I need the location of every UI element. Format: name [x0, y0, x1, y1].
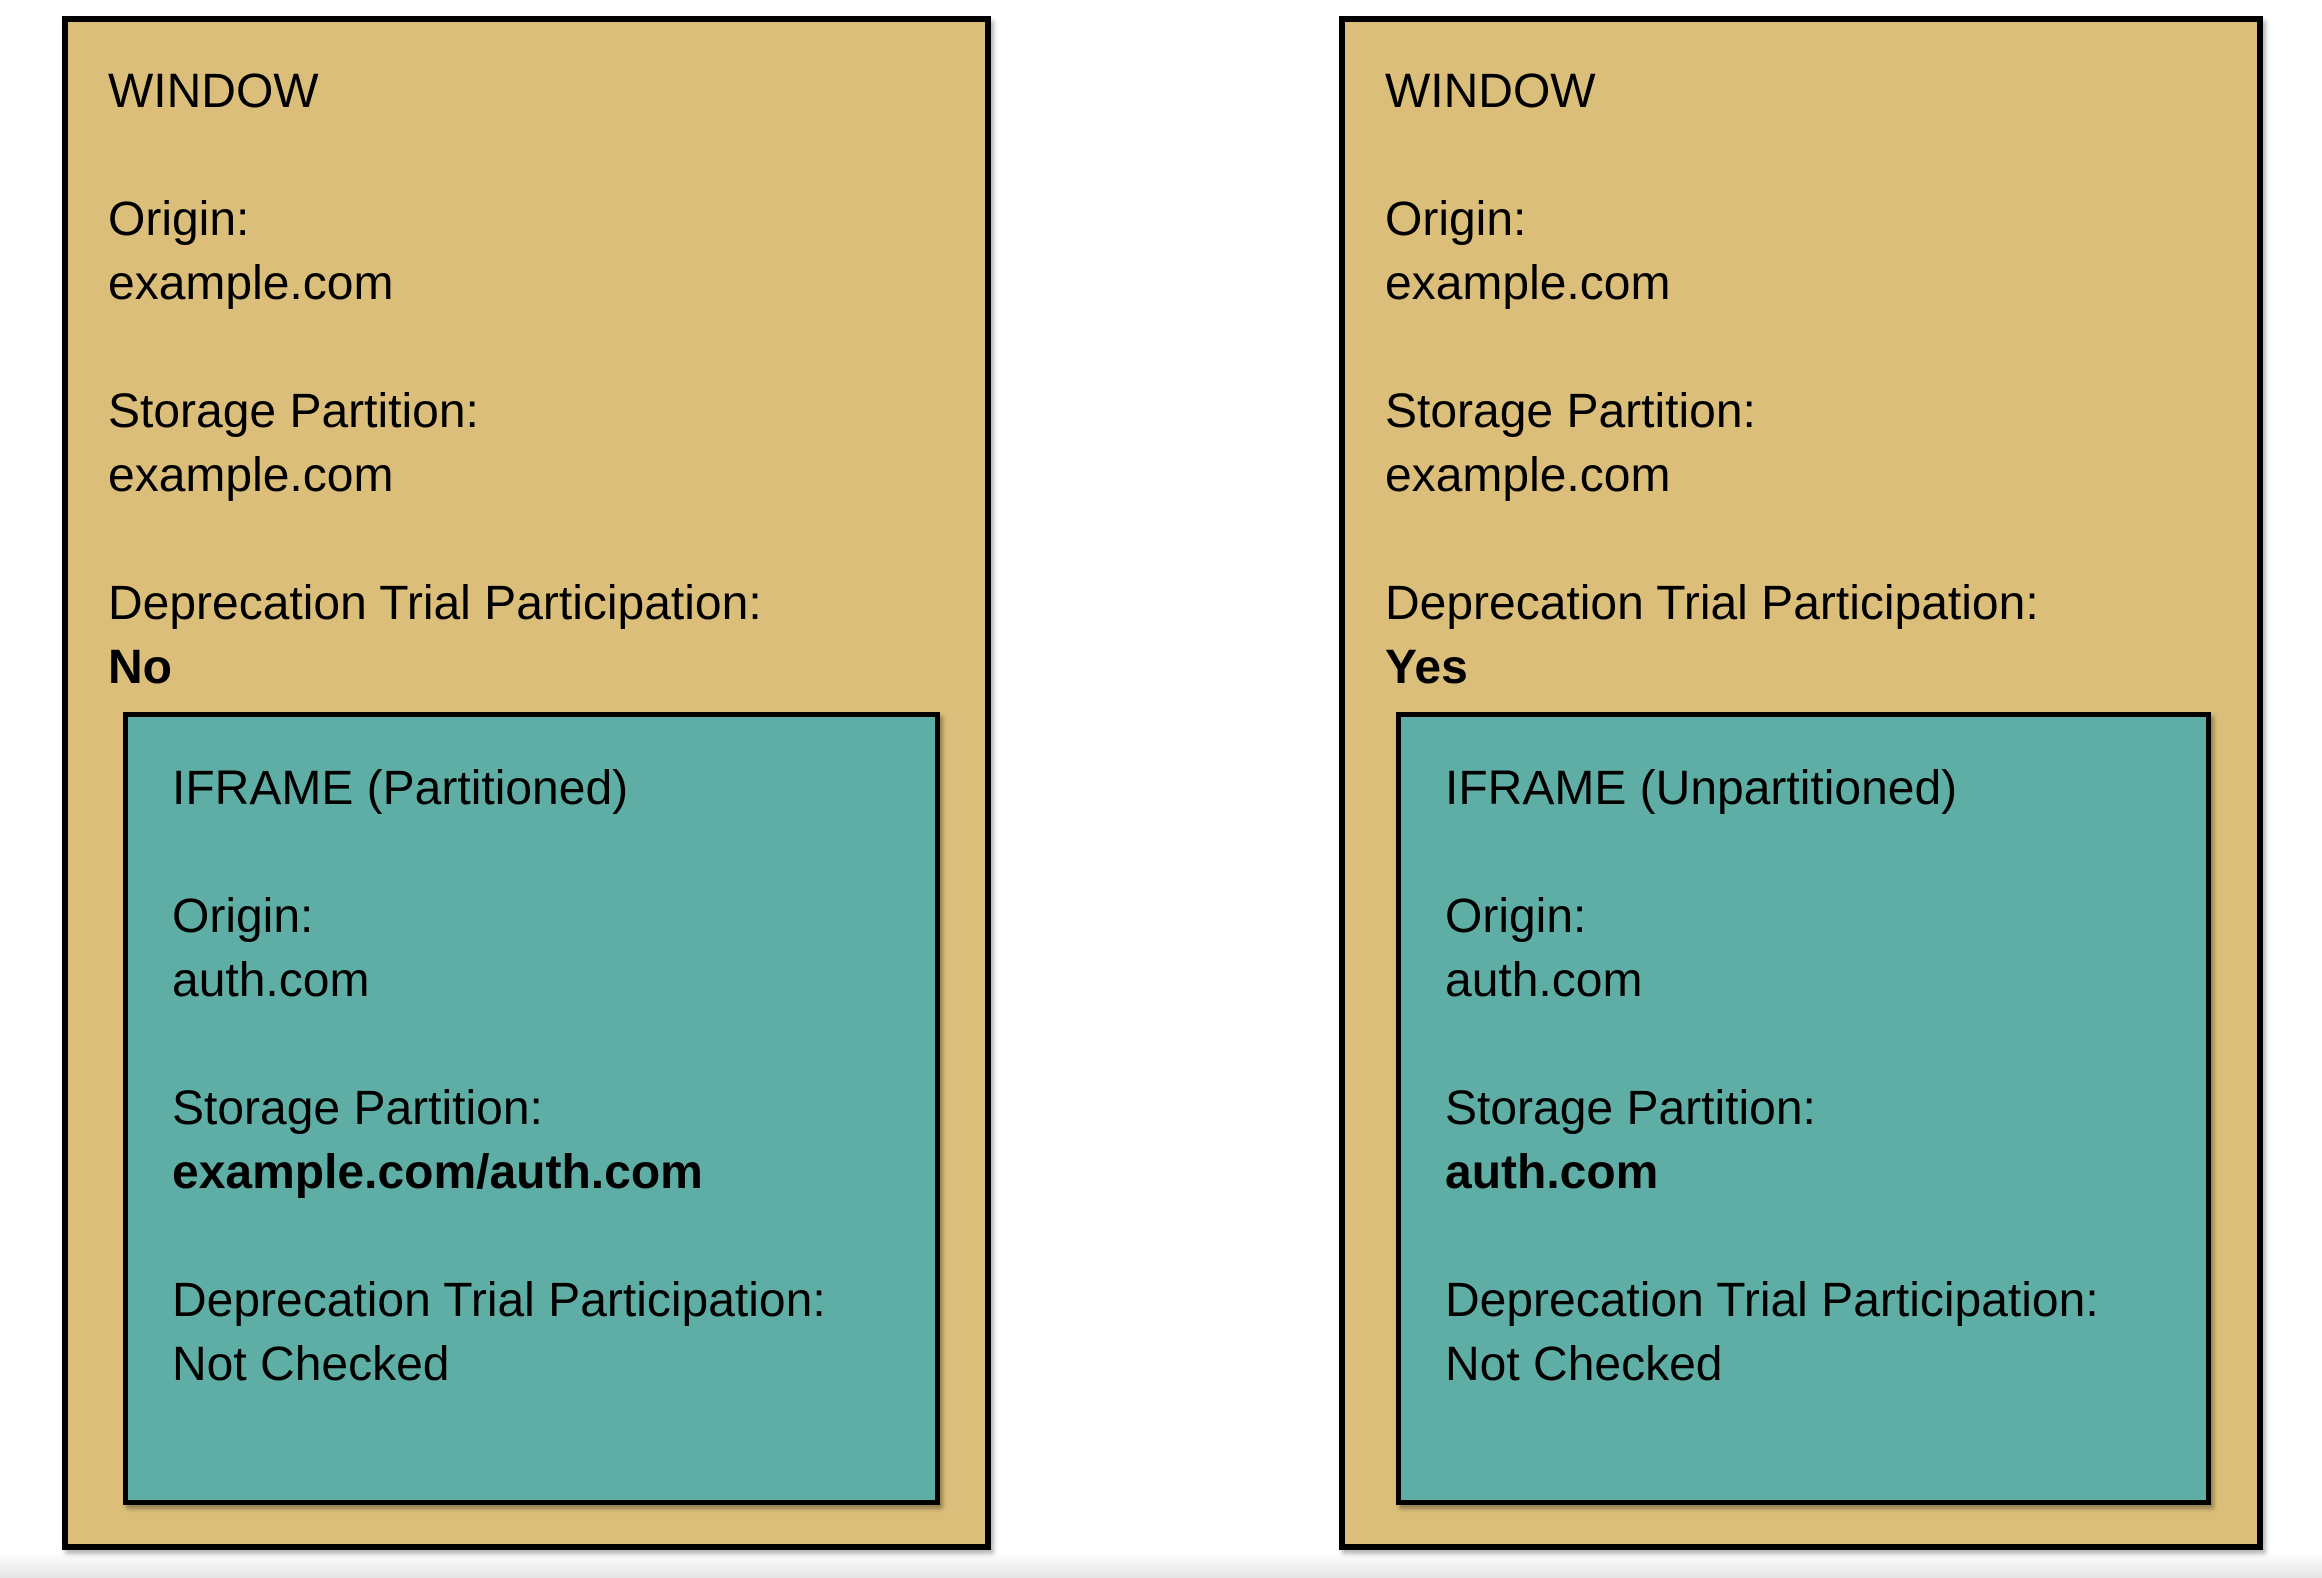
window-left-text: WINDOW Origin: example.com Storage Parti… [68, 22, 985, 700]
storage-partition-label: Storage Partition: [172, 1082, 543, 1135]
deprecation-trial-field: Deprecation Trial Participation: Not Che… [1445, 1269, 2180, 1397]
iframe-unpartitioned-text: IFRAME (Unpartitioned) Origin: auth.com … [1401, 717, 2206, 1397]
iframe-title: IFRAME (Partitioned) [172, 762, 629, 815]
origin-value: example.com [108, 257, 394, 310]
deprecation-trial-field: Deprecation Trial Participation: Yes [1385, 572, 2227, 700]
window-title: WINDOW [1385, 65, 1596, 118]
origin-label: Origin: [172, 890, 314, 943]
origin-value: auth.com [1445, 954, 1643, 1007]
storage-partition-field: Storage Partition: example.com [1385, 380, 2227, 508]
window-title: WINDOW [108, 65, 319, 118]
origin-field: Origin: example.com [1385, 188, 2227, 316]
iframe-box-partitioned: IFRAME (Partitioned) Origin: auth.com St… [123, 712, 940, 1505]
deprecation-trial-label: Deprecation Trial Participation: [172, 1274, 826, 1327]
iframe-partitioned-text: IFRAME (Partitioned) Origin: auth.com St… [128, 717, 935, 1397]
deprecation-trial-label: Deprecation Trial Participation: [1445, 1274, 2099, 1327]
origin-value: example.com [1385, 257, 1671, 310]
storage-partition-value: example.com [108, 449, 394, 502]
deprecation-trial-value: Not Checked [172, 1338, 450, 1391]
storage-partition-value: example.com/auth.com [172, 1146, 703, 1199]
storage-partition-field: Storage Partition: example.com/auth.com [172, 1077, 909, 1205]
iframe-title: IFRAME (Unpartitioned) [1445, 762, 1958, 815]
deprecation-trial-field: Deprecation Trial Participation: No [108, 572, 955, 700]
window-right-text: WINDOW Origin: example.com Storage Parti… [1345, 22, 2257, 700]
storage-partition-value: example.com [1385, 449, 1671, 502]
storage-partition-label: Storage Partition: [108, 385, 479, 438]
deprecation-trial-value: Yes [1385, 641, 1468, 694]
deprecation-trial-label: Deprecation Trial Participation: [108, 577, 762, 630]
window-box-right: WINDOW Origin: example.com Storage Parti… [1339, 16, 2263, 1550]
storage-partition-value: auth.com [1445, 1146, 1659, 1199]
window-box-left: WINDOW Origin: example.com Storage Parti… [62, 16, 991, 1550]
deprecation-trial-value: No [108, 641, 172, 694]
origin-label: Origin: [108, 193, 250, 246]
iframe-box-unpartitioned: IFRAME (Unpartitioned) Origin: auth.com … [1396, 712, 2211, 1505]
storage-partition-label: Storage Partition: [1385, 385, 1756, 438]
origin-field: Origin: example.com [108, 188, 955, 316]
deprecation-trial-label: Deprecation Trial Participation: [1385, 577, 2039, 630]
origin-field: Origin: auth.com [172, 885, 909, 1013]
deprecation-trial-field: Deprecation Trial Participation: Not Che… [172, 1269, 909, 1397]
origin-value: auth.com [172, 954, 370, 1007]
origin-label: Origin: [1385, 193, 1527, 246]
storage-partition-field: Storage Partition: example.com [108, 380, 955, 508]
origin-field: Origin: auth.com [1445, 885, 2180, 1013]
storage-partition-field: Storage Partition: auth.com [1445, 1077, 2180, 1205]
origin-label: Origin: [1445, 890, 1587, 943]
page-bottom-shadow [0, 1552, 2322, 1578]
storage-partition-label: Storage Partition: [1445, 1082, 1816, 1135]
deprecation-trial-value: Not Checked [1445, 1338, 1723, 1391]
